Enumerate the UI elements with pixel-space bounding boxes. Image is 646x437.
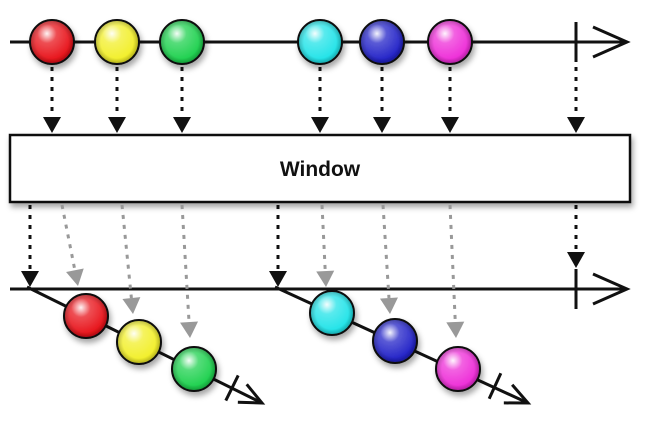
item-arrow — [60, 204, 84, 286]
blue-marble — [359, 19, 405, 65]
window-timeline — [26, 285, 266, 405]
red-marble — [29, 19, 75, 65]
item-arrow — [180, 204, 199, 338]
operator-label: Window — [280, 158, 361, 181]
window-completion-mark — [224, 374, 240, 402]
output-timeline — [10, 269, 631, 309]
yellow-marble — [94, 19, 140, 65]
output-windows — [26, 285, 532, 405]
output-timeline-arrowhead — [592, 272, 631, 306]
item-arrow — [316, 204, 335, 287]
red-marble — [63, 293, 109, 339]
yellow-marble — [116, 319, 162, 365]
cyan-marble — [297, 19, 343, 65]
input-arrow — [43, 67, 61, 133]
blue-marble — [372, 318, 418, 364]
window-arrowhead — [503, 383, 532, 405]
green-marble — [159, 19, 205, 65]
input-arrow — [108, 67, 126, 133]
source-timeline-arrowhead — [592, 25, 631, 59]
magenta-marble — [435, 346, 481, 392]
window-arrowhead — [237, 383, 266, 405]
item-arrow — [120, 204, 141, 314]
magenta-marble — [427, 19, 473, 65]
window-completion-mark — [487, 372, 503, 400]
source-marbles — [29, 19, 473, 65]
green-marble — [171, 346, 217, 392]
cyan-marble — [309, 290, 355, 336]
window-timeline — [274, 285, 532, 405]
input-arrow — [173, 67, 191, 133]
input-arrow — [373, 67, 391, 133]
input-arrow — [441, 67, 459, 133]
output-arrows — [21, 204, 585, 338]
window-open-arrow — [269, 205, 287, 287]
window-open-arrow — [21, 205, 39, 287]
item-arrow — [446, 204, 465, 338]
window-operator-box — [8, 133, 632, 204]
completion-arrow — [567, 205, 585, 268]
input-arrow — [567, 67, 585, 133]
item-arrow — [379, 204, 398, 314]
input-arrow — [311, 67, 329, 133]
input-arrows — [43, 67, 585, 133]
